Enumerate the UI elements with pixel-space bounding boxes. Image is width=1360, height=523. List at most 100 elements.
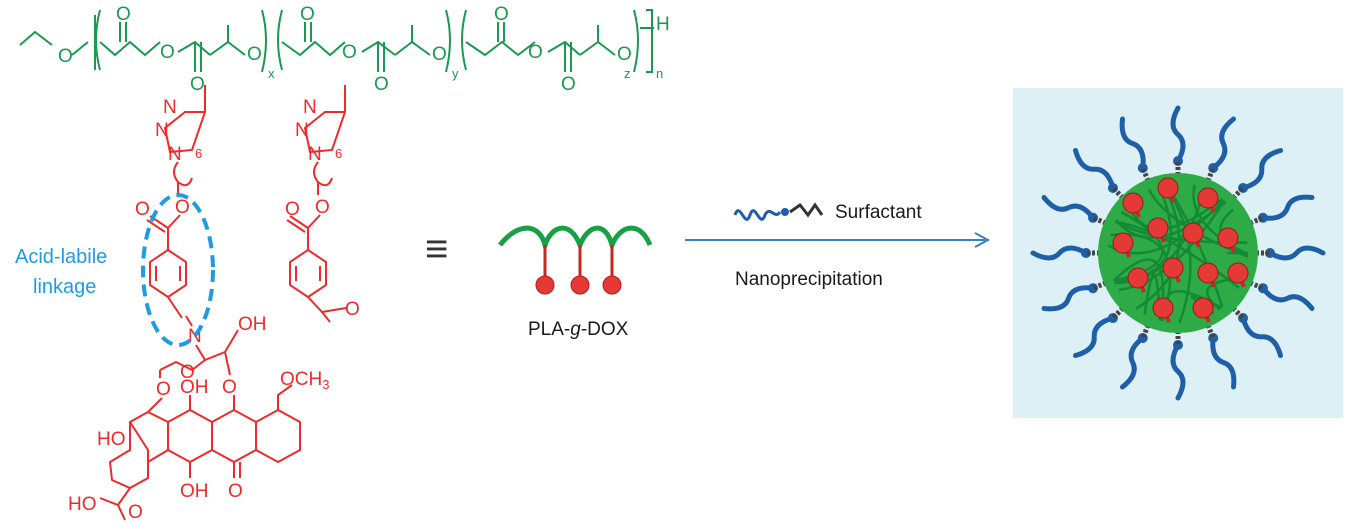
surfactant-tail bbox=[1240, 315, 1284, 359]
nanoprecipitation-label: Nanoprecipitation bbox=[735, 269, 883, 290]
surfactant-tail bbox=[1240, 147, 1284, 191]
surfactant-linker bbox=[1140, 324, 1151, 339]
surfactant-tail bbox=[1119, 116, 1146, 171]
pla-g-dox-label: PLA-g-DOX bbox=[528, 319, 629, 340]
triazole-n-right-3: N bbox=[308, 144, 322, 165]
core-oh-2: OH bbox=[180, 481, 209, 502]
core-o-2: O bbox=[228, 481, 243, 502]
hexyl-six-left: 6 bbox=[195, 146, 202, 161]
surfactant-tail bbox=[1210, 116, 1236, 171]
hexyl-six-right: 6 bbox=[335, 146, 342, 161]
acid-labile-label-line2: linkage bbox=[33, 276, 96, 298]
carbonyl-oxygen-3: O bbox=[300, 4, 315, 25]
drug-sphere bbox=[1227, 262, 1249, 284]
surfactant-linker bbox=[1111, 306, 1125, 320]
triazole-n-right-1: N bbox=[303, 97, 317, 118]
methoxy: OCH3 bbox=[280, 369, 329, 392]
surfactant-linker bbox=[1140, 167, 1151, 182]
surfactant-tail bbox=[1041, 285, 1096, 312]
surfactant-tail bbox=[1072, 147, 1116, 191]
drug-sphere bbox=[1197, 262, 1219, 284]
glycosidic-o: O bbox=[156, 379, 171, 400]
surfactant-tail bbox=[1260, 285, 1315, 311]
ester-oxygen-4: O bbox=[432, 44, 447, 65]
surfactant-linker bbox=[1111, 186, 1125, 200]
drug-sphere bbox=[1157, 177, 1179, 199]
drug-sphere bbox=[1112, 232, 1134, 254]
acid-labile-label-line1: Acid-labile bbox=[15, 246, 107, 268]
ester-oxygen-3: O bbox=[342, 42, 357, 63]
polymer-strand bbox=[1192, 184, 1249, 257]
ester-o-right: O bbox=[315, 197, 330, 218]
surfactant-icon bbox=[733, 202, 824, 221]
carbonyl-oxygen-5: O bbox=[494, 4, 509, 25]
ester-oxygen-1: O bbox=[160, 42, 175, 63]
drug-sphere bbox=[1162, 257, 1184, 279]
repeat-y: y bbox=[452, 66, 459, 81]
triazole-n-right-2: N bbox=[295, 120, 309, 141]
triazole-n-left-1: N bbox=[163, 97, 177, 118]
surfactant-label: Surfactant bbox=[835, 202, 922, 223]
sugar-oh: OH bbox=[238, 314, 267, 335]
hydroxyacetyl-o: O bbox=[128, 502, 143, 523]
anthracycline-core: OH O OCH3 HO OH O HO O bbox=[68, 369, 329, 523]
end-hydrogen: H bbox=[656, 14, 670, 35]
polymer-strand bbox=[1115, 220, 1240, 289]
ester-oxygen-2: O bbox=[247, 44, 262, 65]
pla-g-dox-cartoon bbox=[498, 225, 653, 295]
surfactant-tail bbox=[1030, 245, 1089, 261]
core-oh-1: OH bbox=[180, 377, 209, 398]
triazole-n-left-2: N bbox=[155, 120, 169, 141]
surfactant-tail bbox=[1072, 315, 1116, 359]
ether-oxygen: O bbox=[58, 46, 73, 67]
acid-labile-linkage-ring bbox=[141, 193, 215, 347]
drug-sphere bbox=[1152, 297, 1174, 319]
side-chain-right: N N N 6 O O O bbox=[285, 85, 360, 323]
drug-sphere bbox=[1122, 192, 1144, 214]
surfactant-tail bbox=[1260, 194, 1315, 221]
core-ho: HO bbox=[97, 429, 126, 450]
drug-sphere bbox=[1197, 187, 1219, 209]
equivalence-sign: ≡ bbox=[425, 227, 448, 271]
surfactant-linker bbox=[1092, 215, 1107, 226]
carbonyl-o-right: O bbox=[285, 199, 300, 220]
ester-o-left: O bbox=[175, 197, 190, 218]
carbonyl-oxygen-4: O bbox=[374, 74, 389, 95]
core-o-1: O bbox=[222, 377, 237, 398]
repeat-x: x bbox=[268, 66, 275, 81]
surfactant-linker bbox=[1231, 186, 1245, 200]
surfactant-tail bbox=[1041, 195, 1096, 221]
surfactant-linker bbox=[1231, 306, 1245, 320]
side-chain-left: N N N 6 O O N bbox=[135, 85, 207, 347]
drug-sphere bbox=[1217, 227, 1239, 249]
carbonyl-o-left: O bbox=[135, 199, 150, 220]
repeat-z: z bbox=[624, 66, 631, 81]
reaction-arrow-head bbox=[974, 232, 991, 248]
carbonyl-oxygen-2: O bbox=[190, 74, 205, 95]
repeat-n: n bbox=[656, 66, 663, 81]
drug-sphere bbox=[1182, 222, 1204, 244]
carbonyl-oxygen-6: O bbox=[561, 74, 576, 95]
hydroxyacetyl-ho: HO bbox=[68, 494, 97, 515]
surfactant-linker bbox=[1092, 280, 1107, 291]
aldehyde-o: O bbox=[345, 299, 360, 320]
drug-sphere bbox=[1127, 267, 1149, 289]
ester-oxygen-6: O bbox=[617, 44, 632, 65]
surfactant-tail bbox=[1170, 342, 1186, 401]
surfactant-tail bbox=[1170, 105, 1186, 164]
ester-oxygen-5: O bbox=[528, 42, 543, 63]
sugar-ring: OH O O bbox=[147, 314, 267, 413]
surfactant-linker bbox=[1249, 215, 1264, 226]
surfactant-linker bbox=[1205, 324, 1216, 339]
nanoparticle bbox=[1030, 105, 1326, 401]
drug-sphere bbox=[1147, 217, 1169, 239]
carbonyl-oxygen-1: O bbox=[116, 4, 131, 25]
drug-sphere bbox=[1192, 297, 1214, 319]
surfactant-linker bbox=[1249, 280, 1264, 291]
polymer-strand bbox=[1135, 183, 1181, 310]
triazole-n-left-3: N bbox=[168, 144, 182, 165]
surfactant-tail bbox=[1120, 335, 1146, 390]
surfactant-tail bbox=[1267, 245, 1326, 261]
sugar-ring-o: O bbox=[180, 362, 195, 383]
